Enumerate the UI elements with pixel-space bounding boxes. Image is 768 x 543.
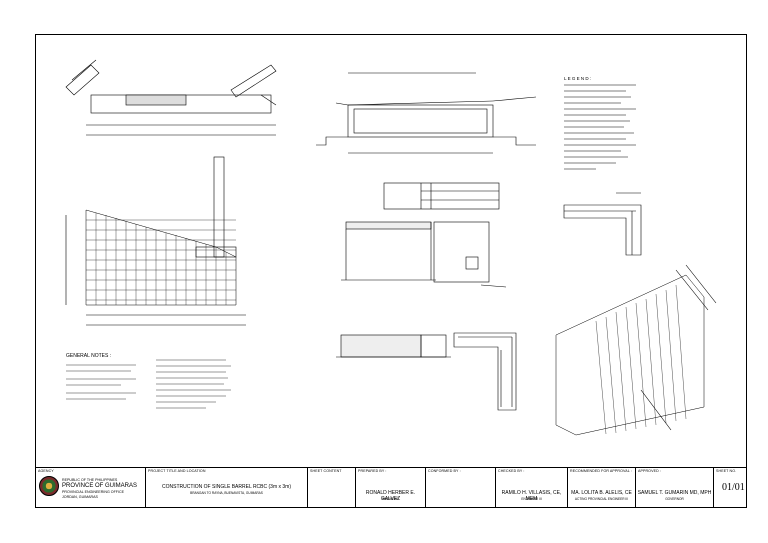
approved-role: GOVERNOR: [665, 497, 684, 501]
project-location: BRANGAN TO RAYNA, BUENAVISTA, GUIMARAS: [190, 491, 263, 495]
sheet-no-cell: SHEET NO. 01/01: [714, 468, 746, 508]
approved-header: APPROVED :: [638, 469, 661, 473]
project-cell: PROJECT TITLE AND LOCATION CONSTRUCTION …: [146, 468, 308, 508]
agency-line3: PROVINCIAL ENGINEERING OFFICE: [62, 490, 124, 494]
general-notes-title: GENERAL NOTES :: [66, 353, 111, 359]
agency-line1: REPUBLIC OF THE PHILIPPINES: [62, 478, 118, 482]
checked-by-role: ENGINEER III: [521, 497, 542, 501]
project-title: CONSTRUCTION OF SINGLE BARREL RCBC (3m x…: [162, 484, 291, 490]
recommended-header: RECOMMENDED FOR APPROVAL :: [570, 469, 632, 473]
wingwall-plan-detail: [65, 59, 277, 136]
drawing-sheet: GENERAL NOTES : L E G E N D : AGENCY REP…: [35, 34, 747, 508]
prepared-by-header: PREPARED BY :: [358, 469, 387, 473]
schedule-table: [383, 182, 500, 210]
legend-block: [564, 84, 636, 170]
sheet-no-header: SHEET NO.: [716, 469, 737, 473]
barrel-section-detail: [316, 72, 537, 154]
sheet-content-cell: SHEET CONTENT: [308, 468, 356, 508]
conformed-by-cell: CONFORMED BY :: [426, 468, 496, 508]
wingwall-elevation-detail: [65, 156, 246, 326]
checked-by-cell: CHECKED BY : RAMILO H. VILLASIS, CE, MEM…: [496, 468, 568, 508]
title-block: AGENCY REPUBLIC OF THE PHILIPPINES PROVI…: [36, 467, 746, 508]
recommended-role: ACTING PROVINCIAL ENGINEER III: [574, 497, 629, 501]
sheet-no-value: 01/01: [722, 482, 745, 493]
agency-line4: JORDAN, GUIMARAS: [62, 495, 98, 499]
drawing-area: GENERAL NOTES : L E G E N D :: [65, 59, 717, 436]
approved-name: SAMUEL T. GUMARIN MD, MPH: [637, 490, 712, 496]
approved-cell: APPROVED : SAMUEL T. GUMARIN MD, MPH GOV…: [636, 468, 714, 508]
skewed-plan-detail: [555, 264, 717, 436]
checked-by-name: RAMILO H. VILLASIS, CE, MEM: [501, 490, 562, 502]
general-notes-lines: [66, 359, 231, 409]
agency-line2: PROVINCE OF GUIMARAS: [62, 483, 138, 489]
slab-section-detail: [341, 221, 507, 288]
haunch-detail-right: [453, 332, 517, 411]
prepared-by-role: ENGINEER: [382, 497, 399, 501]
haunch-detail-left: [336, 334, 451, 358]
recommended-cell: RECOMMENDED FOR APPROVAL : MA. LOLITA B.…: [568, 468, 636, 508]
legend-title: L E G E N D :: [564, 76, 591, 81]
agency-cell: AGENCY REPUBLIC OF THE PHILIPPINES PROVI…: [36, 468, 146, 508]
recommended-name: MA. LOLITA B. ALELIS, CE: [571, 490, 632, 496]
conformed-by-header: CONFORMED BY :: [428, 469, 461, 473]
prepared-by-name: RONALD HERBER E. GALVEZ: [365, 490, 416, 502]
checked-by-header: CHECKED BY :: [498, 469, 525, 473]
project-header: PROJECT TITLE AND LOCATION: [148, 469, 206, 473]
province-seal-icon: [39, 476, 59, 496]
sheet-content-header: SHEET CONTENT: [310, 469, 342, 473]
corner-detail: [563, 192, 642, 256]
prepared-by-cell: PREPARED BY : RONALD HERBER E. GALVEZ EN…: [356, 468, 426, 508]
agency-header: AGENCY: [38, 469, 54, 473]
